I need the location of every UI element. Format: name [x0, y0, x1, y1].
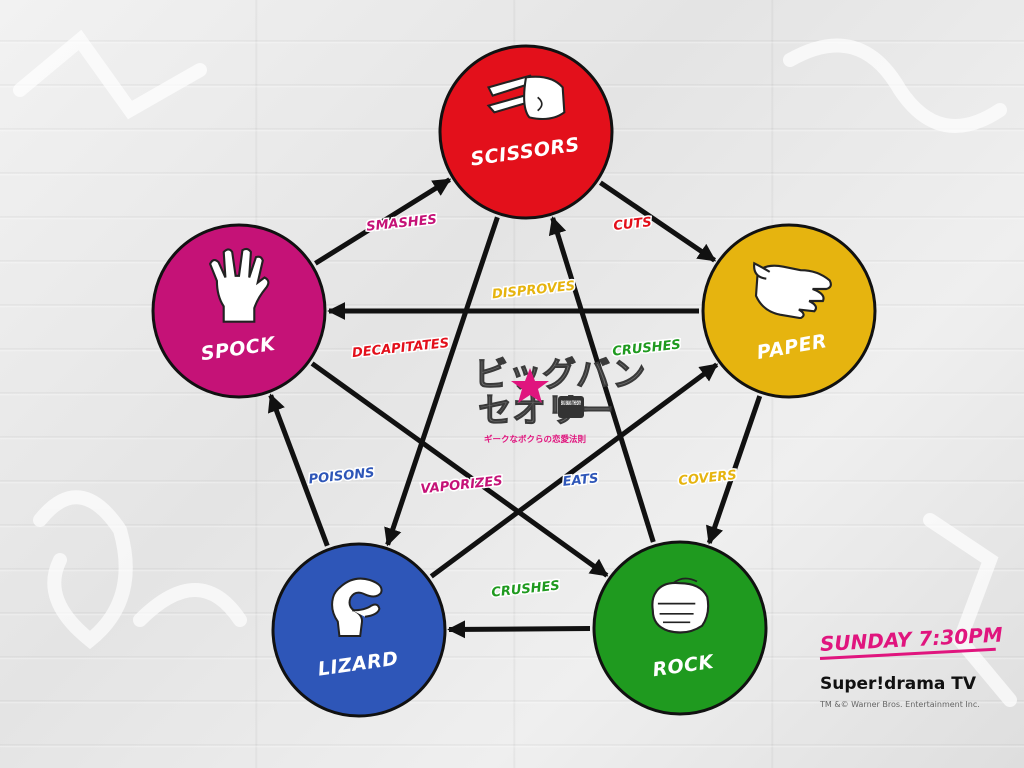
- logo-subtitle: ギークなボクらの恋愛法則: [484, 434, 586, 445]
- node-rock: ROCK: [592, 540, 768, 716]
- logo-line-2: セオリー: [478, 391, 614, 431]
- edge-label-scissors-lizard: DECAPITATES: [351, 336, 449, 361]
- node-spock: SPOCK: [151, 223, 327, 399]
- arrow-spock-to-scissors: [314, 177, 452, 266]
- arrow-lizard-to-spock: [267, 393, 330, 547]
- scissors-circle: [438, 44, 614, 220]
- show-logo: ビッグバン セオリー BIG BANG THEORY ギークなボクらの恋愛法則: [474, 355, 647, 446]
- edge-label-lizard-paper: EATS: [562, 471, 599, 490]
- promo-block: SUNDAY 7:30PM Super!drama TV TM &© Warne…: [819, 622, 1010, 709]
- channel-name: Super!drama TV: [820, 674, 977, 694]
- logo-star-icon: [511, 368, 549, 403]
- copyright-notice: TM &© Warner Bros. Entertainment Inc.: [820, 700, 980, 709]
- node-scissors: SCISSORS: [438, 44, 614, 220]
- edge-label-spock-scissors: SMASHES: [366, 212, 438, 234]
- edge-label-rock-lizard: CRUSHES: [491, 578, 561, 600]
- background-scribbles: [13, 29, 1017, 707]
- logo-line-1: ビッグバン: [474, 355, 646, 395]
- logo-badge-text: BIG BANG THEORY: [561, 400, 581, 407]
- logo-badge-box: [558, 396, 584, 418]
- arrow-scissors-to-paper: [598, 180, 717, 263]
- arrow-scissors-to-lizard: [384, 216, 500, 547]
- arrow-lizard-to-paper: [429, 362, 719, 579]
- arrow-rock-to-lizard: [447, 620, 591, 639]
- edge-label-scissors-paper: CUTS: [613, 215, 653, 234]
- arrow-rock-to-scissors: [548, 216, 656, 543]
- node-lizard: LIZARD: [271, 542, 447, 718]
- node-paper: PAPER: [701, 223, 877, 399]
- arrow-paper-to-rock: [706, 395, 763, 545]
- arrow-spock-to-rock: [310, 361, 609, 578]
- edge-label-paper-spock: DISPROVES: [491, 279, 576, 303]
- edge-label-lizard-spock: POISONS: [308, 466, 375, 488]
